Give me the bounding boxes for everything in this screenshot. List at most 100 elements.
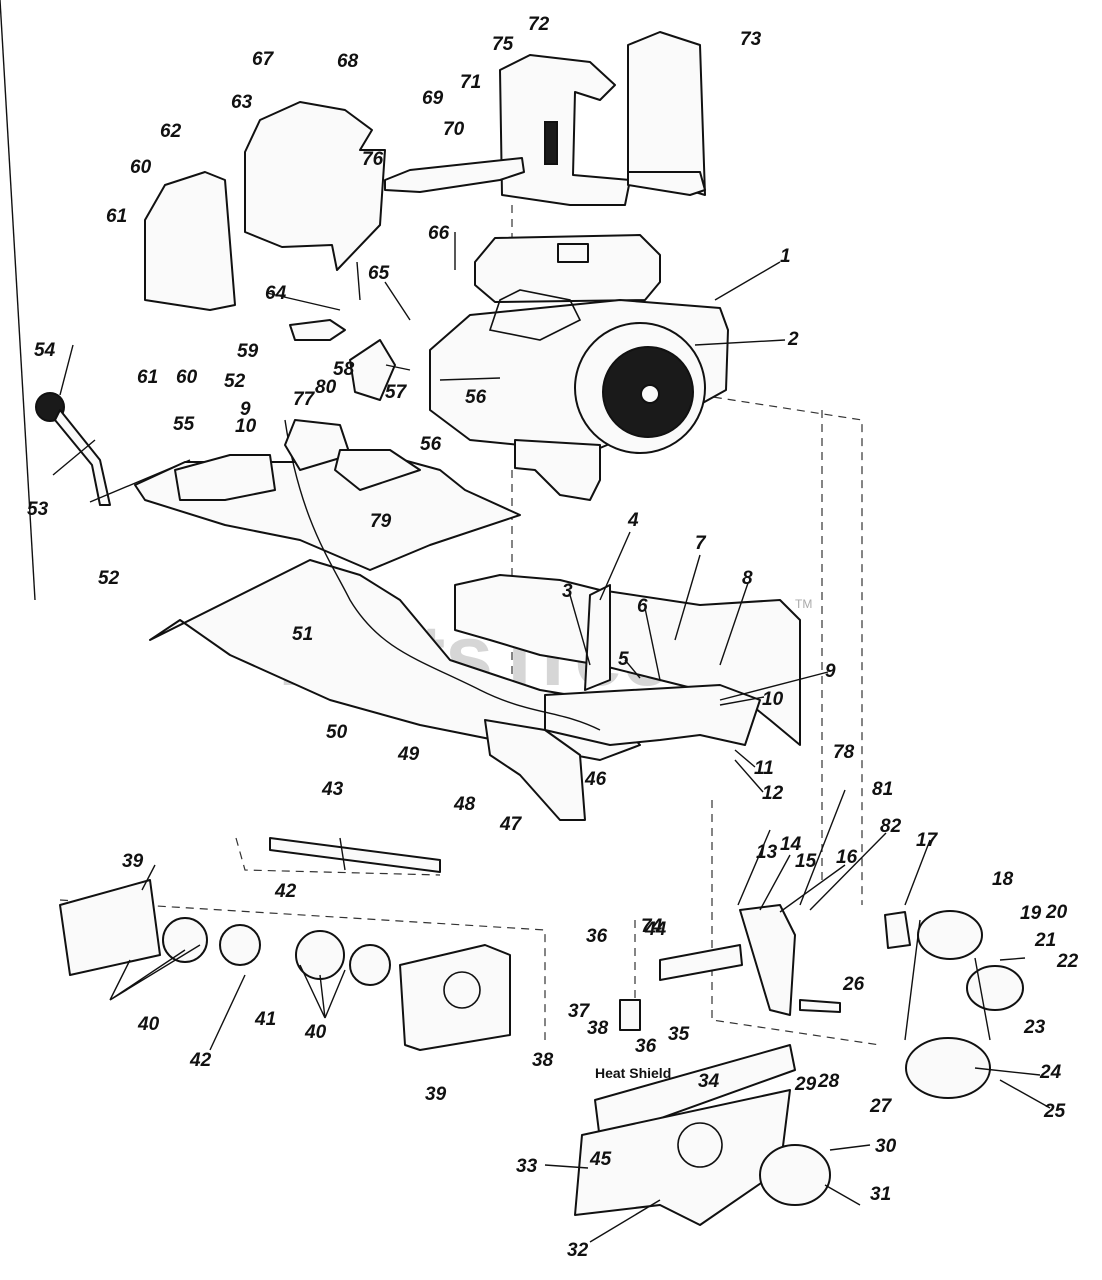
callout-60: 60 bbox=[176, 367, 198, 388]
callout-49: 49 bbox=[397, 744, 420, 765]
callout-46: 46 bbox=[584, 769, 607, 790]
callout-4: 4 bbox=[627, 510, 639, 531]
callout-25: 25 bbox=[1043, 1101, 1066, 1122]
callout-52: 52 bbox=[224, 371, 246, 392]
callout-7: 7 bbox=[695, 533, 707, 554]
callout-10: 10 bbox=[235, 416, 257, 437]
callout-64: 64 bbox=[265, 283, 287, 304]
heat-shield-label: Heat Shield bbox=[595, 1065, 671, 1081]
callout-5: 5 bbox=[618, 649, 629, 670]
callout-44: 44 bbox=[644, 919, 667, 940]
shroud-parts bbox=[144, 31, 706, 311]
callout-50: 50 bbox=[326, 722, 348, 743]
callout-74: 74 bbox=[641, 916, 663, 937]
shaft-assembly bbox=[59, 837, 511, 1051]
callout-43: 43 bbox=[321, 779, 344, 800]
callout-6: 6 bbox=[637, 596, 648, 617]
callout-66: 66 bbox=[428, 223, 450, 244]
callout-42: 42 bbox=[274, 881, 297, 902]
callout-39: 39 bbox=[122, 851, 144, 872]
callout-30: 30 bbox=[875, 1136, 897, 1157]
callout-40: 40 bbox=[137, 1014, 160, 1035]
callout-53: 53 bbox=[27, 499, 49, 520]
callout-48: 48 bbox=[453, 794, 476, 815]
callout-68: 68 bbox=[337, 51, 359, 72]
callout-56: 56 bbox=[465, 387, 487, 408]
callout-59: 59 bbox=[237, 341, 259, 362]
callout-78: 78 bbox=[833, 742, 855, 763]
callout-12: 12 bbox=[762, 783, 784, 804]
callout-70: 70 bbox=[443, 119, 465, 140]
callout-79: 79 bbox=[370, 511, 392, 532]
callout-73: 73 bbox=[740, 29, 762, 50]
callout-10: 10 bbox=[762, 689, 784, 710]
callout-41: 41 bbox=[254, 1009, 276, 1030]
callout-28: 28 bbox=[817, 1071, 840, 1092]
drive-pulleys bbox=[659, 904, 1024, 1099]
callout-62: 62 bbox=[160, 121, 182, 142]
callout-47: 47 bbox=[499, 814, 523, 835]
callout-38: 38 bbox=[587, 1018, 609, 1039]
callout-22: 22 bbox=[1056, 951, 1079, 972]
callout-35: 35 bbox=[668, 1024, 690, 1045]
callout-54: 54 bbox=[34, 340, 56, 361]
callout-80: 80 bbox=[315, 377, 337, 398]
leader-lines bbox=[0, 0, 1051, 1243]
callout-77: 77 bbox=[293, 389, 316, 410]
callout-51: 51 bbox=[292, 624, 313, 645]
callout-31: 31 bbox=[870, 1184, 891, 1205]
callout-76: 76 bbox=[362, 149, 384, 170]
heat-shield bbox=[574, 999, 831, 1226]
callout-40: 40 bbox=[304, 1022, 327, 1043]
callout-61: 61 bbox=[106, 206, 127, 227]
callout-61: 61 bbox=[137, 367, 158, 388]
trademark: TM bbox=[795, 597, 812, 611]
callout-24: 24 bbox=[1039, 1062, 1062, 1083]
callout-38: 38 bbox=[532, 1050, 554, 1071]
callout-60: 60 bbox=[130, 157, 152, 178]
callout-11: 11 bbox=[754, 758, 774, 779]
callout-37: 37 bbox=[568, 1001, 591, 1022]
callout-71: 71 bbox=[460, 72, 481, 93]
callout-3: 3 bbox=[562, 581, 573, 602]
callout-82: 82 bbox=[880, 816, 902, 837]
callout-1: 1 bbox=[780, 246, 791, 267]
callout-16: 16 bbox=[836, 847, 858, 868]
callout-52: 52 bbox=[98, 568, 120, 589]
callout-19: 19 bbox=[1020, 903, 1042, 924]
callout-42: 42 bbox=[189, 1050, 212, 1071]
callout-18: 18 bbox=[992, 869, 1014, 890]
callout-65: 65 bbox=[368, 263, 390, 284]
callout-29: 29 bbox=[794, 1074, 817, 1095]
callout-57: 57 bbox=[385, 382, 408, 403]
callout-27: 27 bbox=[869, 1096, 893, 1117]
callout-8: 8 bbox=[742, 568, 753, 589]
engine bbox=[429, 234, 729, 501]
callout-67: 67 bbox=[252, 49, 275, 70]
callout-36: 36 bbox=[586, 926, 608, 947]
callout-17: 17 bbox=[916, 830, 939, 851]
callout-34: 34 bbox=[698, 1071, 720, 1092]
callout-72: 72 bbox=[528, 14, 550, 35]
callout-33: 33 bbox=[516, 1156, 538, 1177]
callout-2: 2 bbox=[787, 329, 799, 350]
callout-63: 63 bbox=[231, 92, 253, 113]
callout-20: 20 bbox=[1045, 902, 1068, 923]
callout-23: 23 bbox=[1023, 1017, 1046, 1038]
callout-13: 13 bbox=[756, 842, 778, 863]
callout-21: 21 bbox=[1034, 930, 1056, 951]
callout-9: 9 bbox=[240, 399, 251, 420]
callout-69: 69 bbox=[422, 88, 444, 109]
callout-32: 32 bbox=[567, 1240, 589, 1261]
callout-55: 55 bbox=[173, 414, 195, 435]
callout-75: 75 bbox=[492, 34, 514, 55]
callout-58: 58 bbox=[333, 359, 355, 380]
callout-15: 15 bbox=[795, 851, 817, 872]
callout-39: 39 bbox=[425, 1084, 447, 1105]
callout-26: 26 bbox=[842, 974, 865, 995]
callout-9: 9 bbox=[825, 661, 836, 682]
shift-assembly bbox=[35, 319, 601, 731]
callout-36: 36 bbox=[635, 1036, 657, 1057]
